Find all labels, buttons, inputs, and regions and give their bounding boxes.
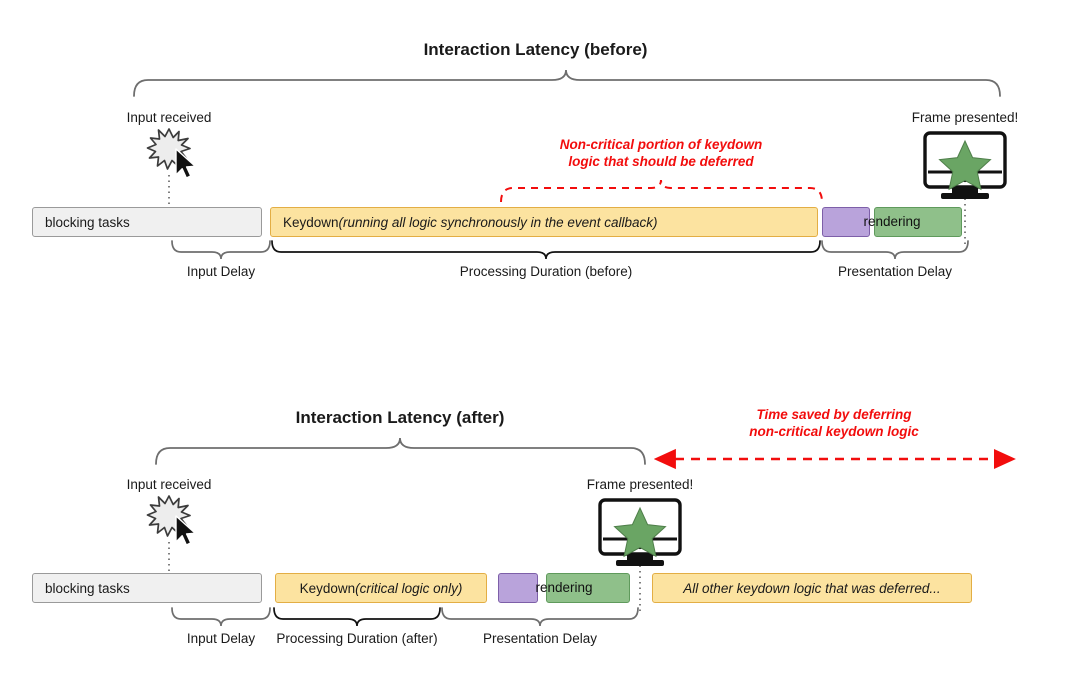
after-bar-blocking-tasks-label: blocking tasks (45, 580, 130, 596)
after-bar-keydown-label-italic: (critical logic only) (355, 580, 463, 596)
after-phase-processing-duration-label: Processing Duration (after) (276, 631, 438, 646)
before-bar-keydown[interactable]: Keydown (running all logic synchronously… (270, 207, 818, 237)
before-bar-blocking-tasks-label: blocking tasks (45, 214, 130, 230)
before-red-annotation-line1: Non-critical portion of keydown (559, 137, 763, 152)
click-burst-icon (146, 495, 191, 537)
after-bar-blocking-tasks[interactable]: blocking tasks (32, 573, 262, 603)
before-bar-blocking-tasks[interactable]: blocking tasks (32, 207, 262, 237)
before-phase-input-delay-label: Input Delay (186, 264, 256, 279)
before-input-received-label: Input received (126, 110, 212, 125)
before-red-annotation: Non-critical portion of keydown logic th… (461, 136, 861, 171)
after-red-annotation-line2: non-critical keydown logic (749, 424, 919, 440)
before-bar-keydown-label-italic: (running all logic synchronously in the … (338, 214, 658, 230)
after-bar-paint[interactable] (498, 573, 538, 603)
after-processing-duration-brace (273, 607, 441, 627)
before-red-annotation-line2: logic that should be deferred (568, 154, 754, 170)
mouse-cursor-icon (175, 515, 196, 546)
before-section-title: Interaction Latency (before) (423, 40, 648, 59)
after-rendering-label: rendering (535, 580, 593, 595)
mouse-cursor-icon (175, 148, 196, 179)
monitor-icon (598, 498, 682, 566)
after-bar-composite[interactable] (546, 573, 630, 603)
before-bar-paint[interactable] (822, 207, 870, 237)
star-icon (938, 139, 992, 191)
before-input-delay-brace (171, 240, 271, 260)
click-burst-icon (146, 128, 191, 170)
before-rendering-label: rendering (863, 214, 921, 229)
before-bar-composite[interactable] (874, 207, 962, 237)
after-red-annotation: Time saved by deferring non-critical key… (684, 406, 984, 441)
after-presentation-delay-brace (441, 607, 639, 627)
after-bar-keydown[interactable]: Keydown (critical logic only) (275, 573, 487, 603)
after-phase-input-delay-label: Input Delay (186, 631, 256, 646)
before-processing-duration-brace (271, 240, 821, 260)
after-frame-presented-label: Frame presented! (586, 477, 694, 492)
before-bar-keydown-label: Keydown (283, 214, 339, 230)
before-frame-presented-label: Frame presented! (911, 110, 1019, 125)
before-latency-brace (133, 69, 1001, 97)
after-phase-presentation-delay-label: Presentation Delay (482, 631, 598, 646)
before-presentation-delay-brace (821, 240, 969, 260)
before-phase-processing-duration-label: Processing Duration (before) (459, 264, 633, 279)
before-phase-presentation-delay-label: Presentation Delay (837, 264, 953, 279)
after-input-received-label: Input received (126, 477, 212, 492)
after-input-delay-brace (171, 607, 271, 627)
after-bar-keydown-label: Keydown (299, 580, 356, 596)
after-bar-deferred-work-label: All other keydown logic that was deferre… (683, 580, 941, 596)
before-noncritical-red-brace (500, 179, 823, 203)
after-section-title: Interaction Latency (after) (295, 408, 505, 427)
after-latency-brace (155, 437, 646, 465)
after-red-annotation-line1: Time saved by deferring (756, 407, 912, 422)
after-bar-deferred-work[interactable]: All other keydown logic that was deferre… (652, 573, 972, 603)
star-icon (613, 506, 667, 558)
monitor-icon (923, 131, 1007, 199)
